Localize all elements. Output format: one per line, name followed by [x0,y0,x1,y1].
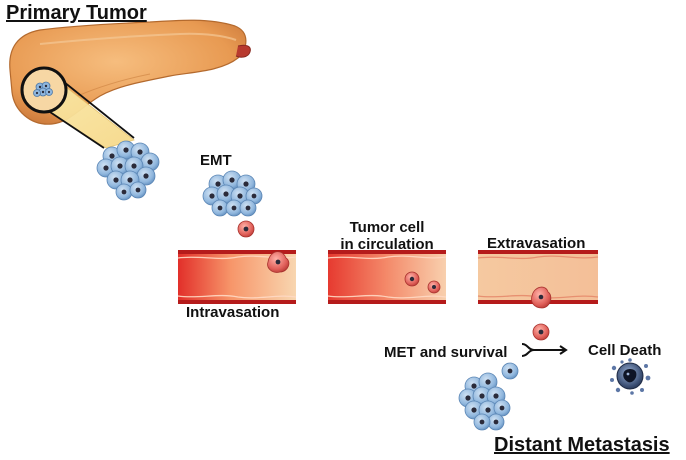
cell-death-label: Cell Death [588,342,662,359]
extravasation-label: Extravasation [487,235,586,252]
intravasation-label: Intravasation [186,304,280,321]
extravasated-cell [532,323,550,341]
dead-cell-icon [610,358,651,395]
tumor-cluster-primary [96,140,160,201]
migrating-tumor-cell [237,220,255,238]
fate-bracket [521,343,568,357]
met-survival-label: MET and survival [384,344,508,361]
blood-vessel-circulation [327,250,447,304]
tumor-cluster-metastasis [458,362,519,431]
blood-vessel-intravasation [177,250,297,304]
distant-metastasis-title: Distant Metastasis [494,434,670,456]
tumor-cell-label-line1: Tumor cell [349,219,425,236]
tumor-cluster-emt [202,170,263,217]
blood-vessel-extravasation [477,250,599,309]
emt-label: EMT [200,152,232,169]
magnifier-circle [20,66,68,114]
tumor-cell-label-line2: in circulation [340,236,434,254]
tumor-cell-circulation-label: Tumor cell in circulation [326,219,448,254]
primary-tumor-title: Primary Tumor [6,2,147,24]
